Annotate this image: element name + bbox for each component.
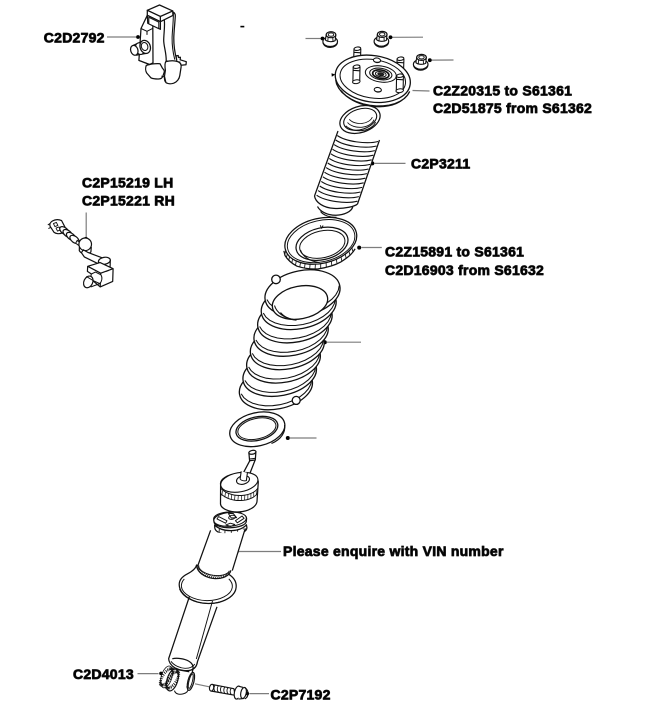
svg-text:C2D2792: C2D2792 <box>44 29 105 45</box>
svg-text:C2D51875 from S61362: C2D51875 from S61362 <box>433 100 592 116</box>
svg-text:C2P15221 RH: C2P15221 RH <box>82 193 175 209</box>
svg-text:C2P3211: C2P3211 <box>411 156 470 172</box>
svg-text:C2D16903 from S61632: C2D16903 from S61632 <box>385 262 544 278</box>
svg-text:C2Z15891 to S61361: C2Z15891 to S61361 <box>385 244 524 260</box>
svg-text:C2P15219 LH: C2P15219 LH <box>82 175 173 191</box>
svg-text:C2Z20315 to S61361: C2Z20315 to S61361 <box>433 83 572 99</box>
svg-text:C2D4013: C2D4013 <box>73 666 134 682</box>
svg-text:Please enquire with VIN number: Please enquire with VIN number <box>283 543 504 559</box>
svg-text:C2P7192: C2P7192 <box>271 686 331 702</box>
